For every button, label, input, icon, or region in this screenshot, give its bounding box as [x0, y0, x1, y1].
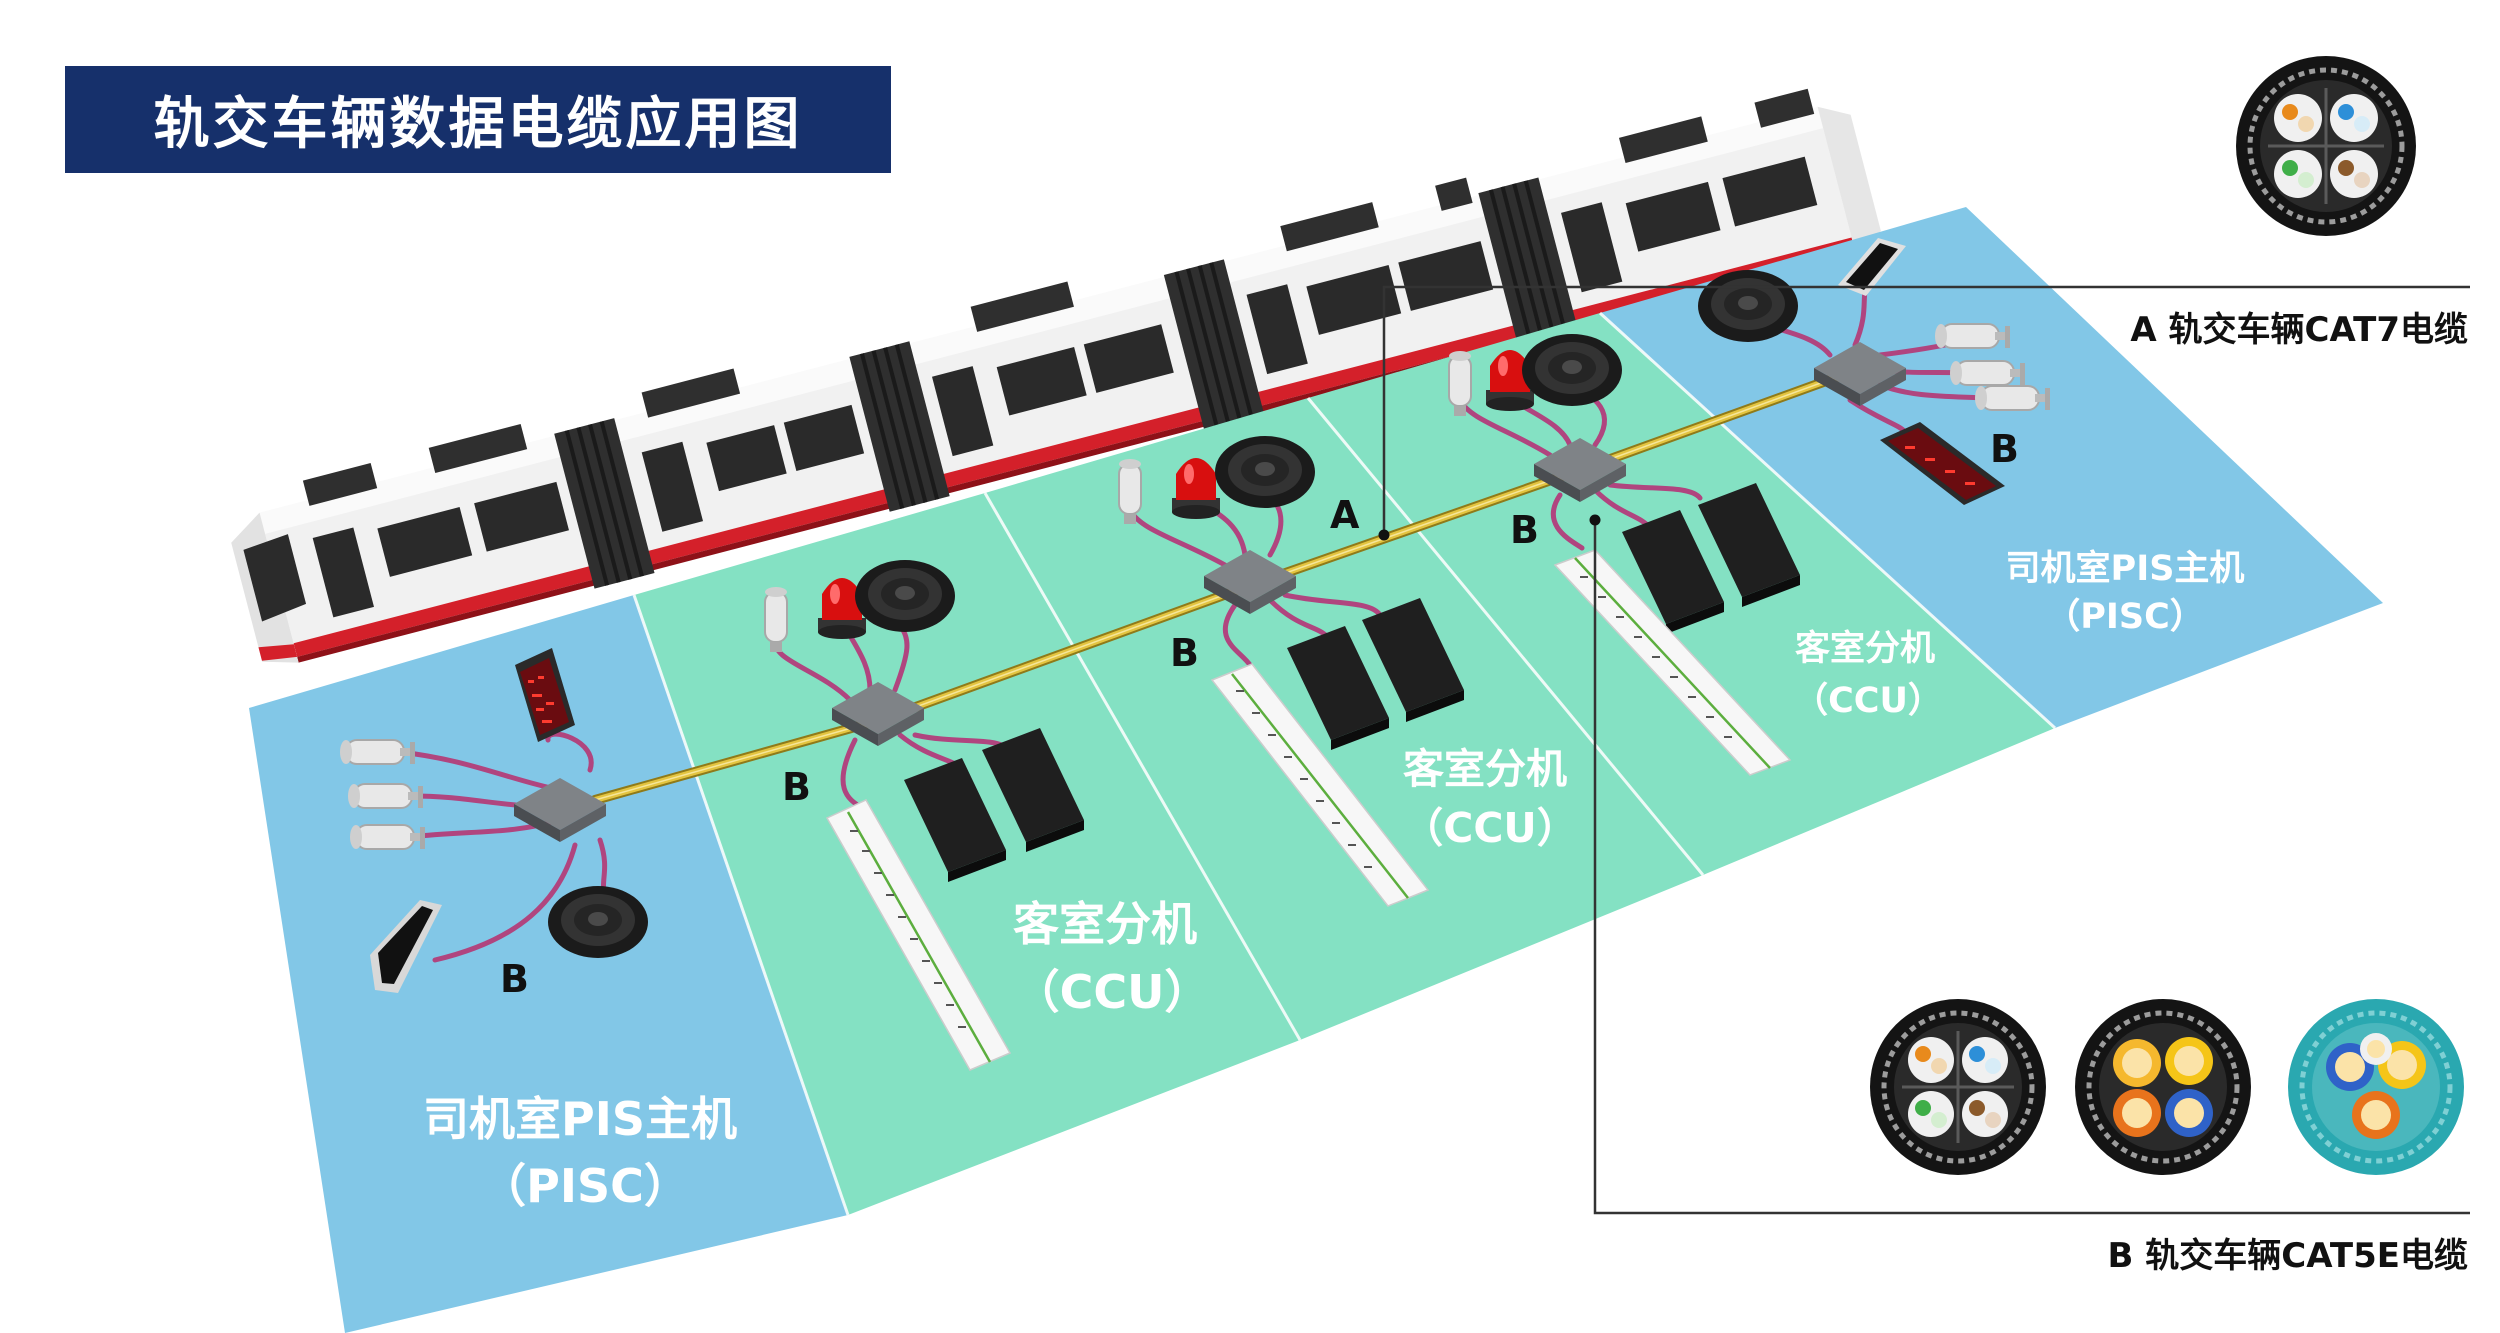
zone-code-pisc-right: （PISC）	[2045, 597, 2205, 637]
zone-label-ccu-1: 客室分机	[1013, 897, 1197, 951]
cat5e-cross-section-icon	[1870, 999, 2046, 1175]
marker-b: B	[500, 957, 529, 1001]
marker-b: B	[1510, 508, 1539, 552]
legend-cat5e-label: B 轨交车辆CAT5E电缆	[2107, 1236, 2468, 1276]
legend-cat7-label: A 轨交车辆CAT7电缆	[2130, 310, 2468, 350]
tablet-icon	[370, 900, 442, 993]
zone-pisc-right	[1600, 207, 2383, 728]
gangway	[554, 418, 655, 589]
cat7-cross-section-icon	[2236, 56, 2416, 236]
gangway	[849, 341, 950, 512]
speaker-icon	[548, 886, 648, 958]
cat5e-teal-cross-section-icon	[2288, 999, 2464, 1175]
ccu-3-devices	[1448, 334, 1800, 776]
cat5e-quad-cross-section-icon	[2075, 999, 2251, 1175]
marker-b: B	[1170, 631, 1199, 675]
zone-code-pisc-left: （PISC）	[480, 1159, 690, 1213]
gangway	[1163, 259, 1265, 430]
speaker-icon	[1522, 334, 1622, 406]
roof-equipment	[302, 88, 1815, 506]
route-map-strip-icon	[825, 799, 1012, 1071]
zone-label-pisc-left: 司机室PIS主机	[423, 1092, 737, 1146]
zone-code-ccu-3: （CCU）	[1793, 681, 1943, 721]
phone-icon	[1838, 238, 1906, 296]
zone-pisc-left	[249, 595, 848, 1333]
marker-b: B	[1990, 427, 2019, 471]
floor-zones	[249, 207, 2383, 1333]
zone-code-ccu-2: （CCU）	[1402, 804, 1577, 852]
led-display-icon	[515, 648, 575, 742]
speaker-icon	[1698, 270, 1798, 342]
train-windows	[312, 156, 1818, 618]
ccu-1-devices	[764, 560, 1084, 1071]
route-map-strip-icon	[1210, 663, 1430, 907]
route-map-strip-icon	[1553, 549, 1792, 776]
led-display-icon	[1880, 422, 2005, 505]
speaker-icon	[1215, 436, 1315, 508]
marker-b: B	[782, 765, 811, 809]
zone-label-pisc-right: 司机室PIS主机	[2006, 548, 2245, 589]
cat7-leader-line	[1382, 285, 2470, 535]
cat5e-leader-line	[1593, 520, 2470, 1215]
cat7-leader-dot	[1378, 529, 1390, 541]
pisc-left-devices	[339, 648, 648, 993]
cat5e-leader-dot	[1589, 514, 1601, 526]
pisc-right-devices	[1698, 238, 2051, 505]
callout-leaders	[1382, 285, 2470, 1215]
speaker-icon	[855, 560, 955, 632]
zone-label-ccu-3: 客室分机	[1795, 628, 1935, 669]
page-title: 轨交车辆数据电缆应用图	[65, 66, 891, 173]
marker-a: A	[1330, 493, 1360, 537]
train	[231, 88, 1881, 663]
zone-label-ccu-2: 客室分机	[1403, 745, 1567, 793]
zone-code-ccu-1: （CCU）	[1014, 965, 1211, 1019]
gangway	[1478, 177, 1579, 348]
ccu-2-devices	[1118, 436, 1464, 907]
